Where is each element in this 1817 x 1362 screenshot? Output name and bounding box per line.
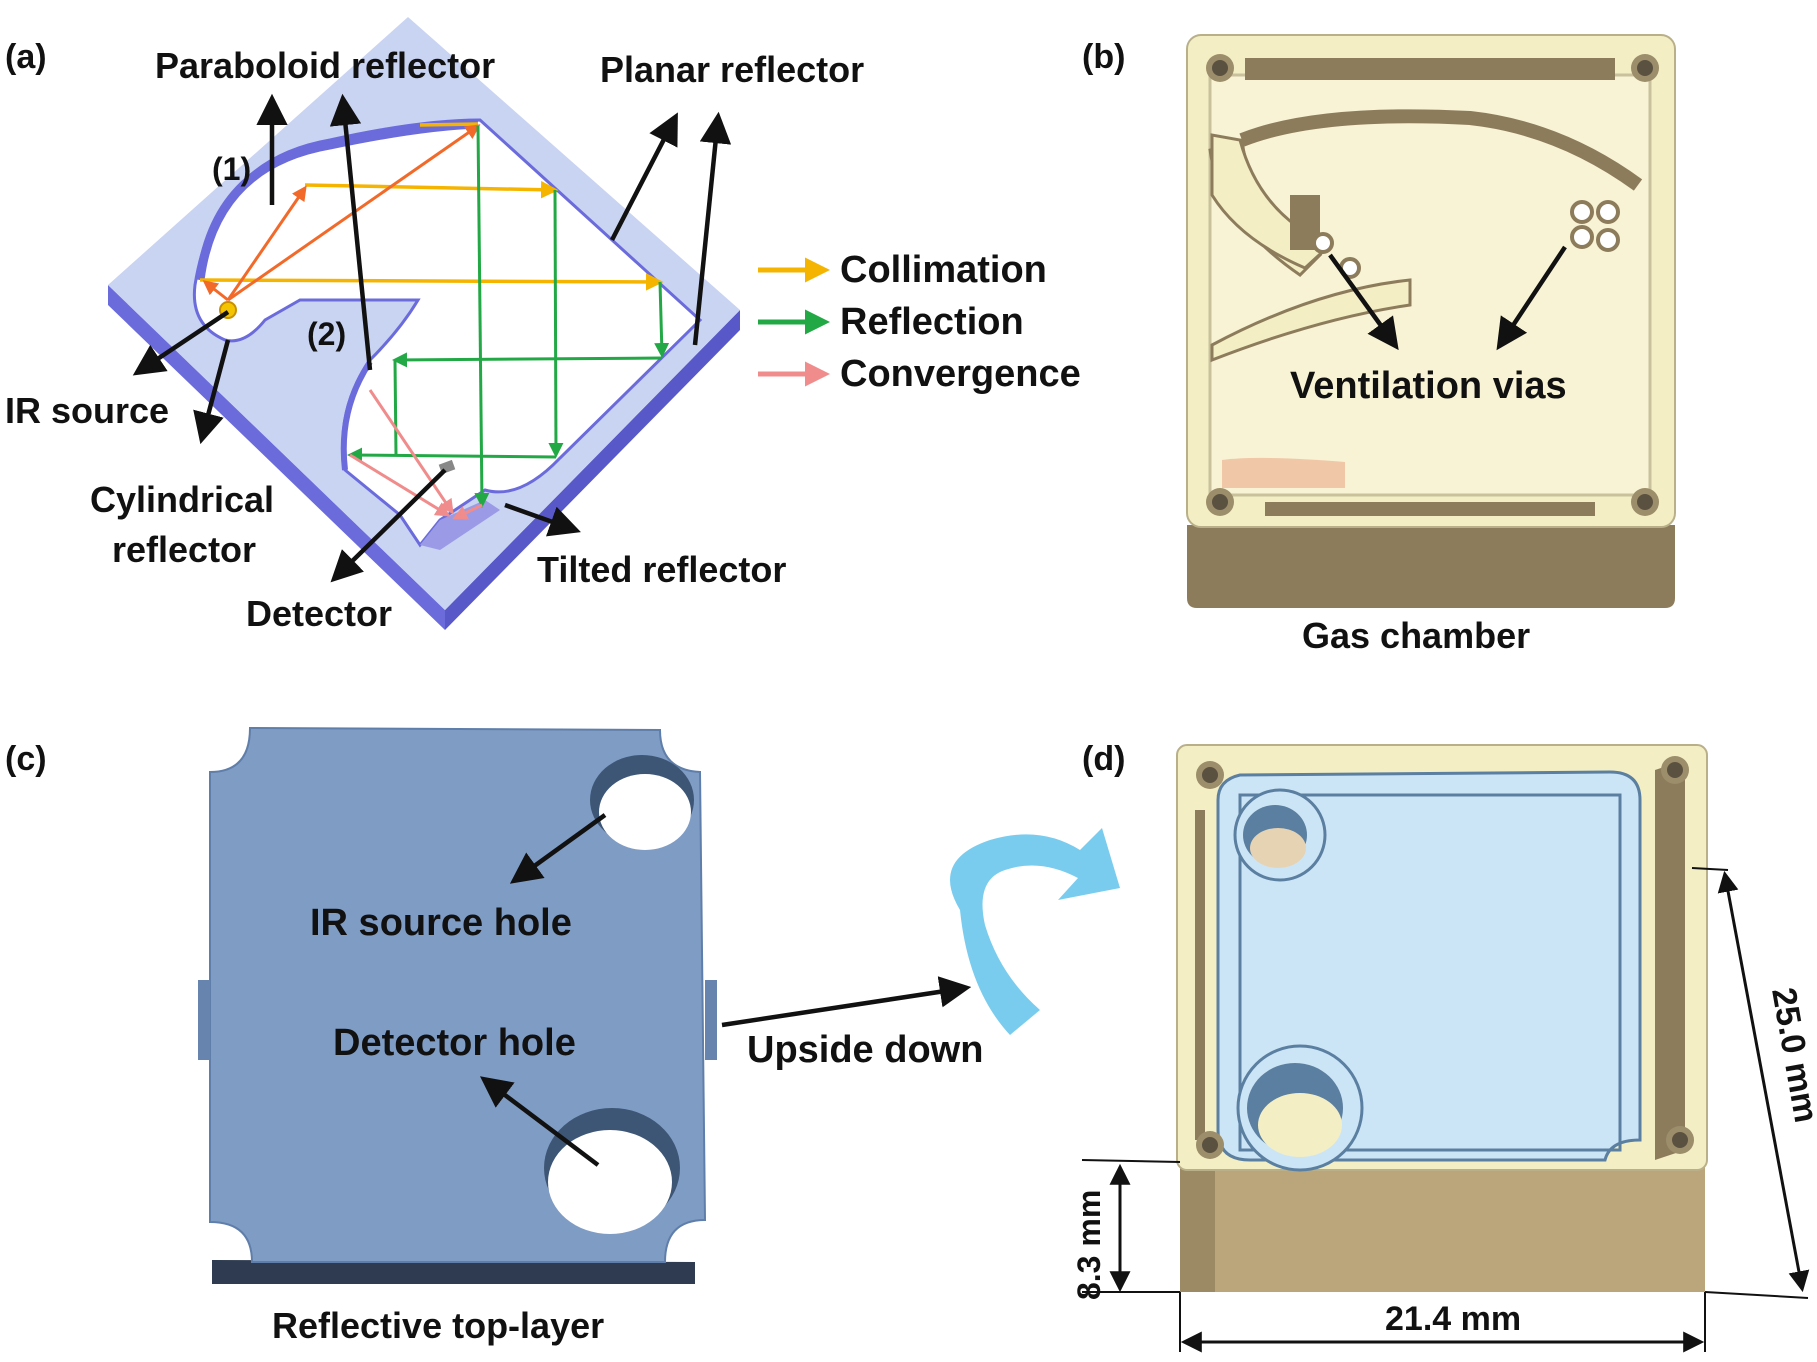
toplayer-edge	[212, 1260, 695, 1284]
tilted-reflector-surface	[420, 500, 500, 550]
panel-a: (a)	[5, 17, 1081, 634]
label-width-dimension: 21.4 mm	[1385, 1300, 1521, 1338]
label-detector: Detector	[246, 593, 392, 634]
flip-curved-arrow	[950, 828, 1120, 1035]
legend-reflection-label: Reflection	[840, 301, 1024, 343]
label-tilted-reflector: Tilted reflector	[537, 549, 786, 590]
chamber-interior	[1208, 73, 1652, 497]
vias-arrow-right	[1496, 245, 1567, 351]
paraboloid-reflector-surface	[195, 119, 479, 281]
assembled-ir-hole	[1233, 788, 1327, 882]
label-cylindrical-line1: Cylindrical	[90, 479, 274, 520]
chamber-side	[1187, 525, 1675, 608]
chamber-pad	[1222, 457, 1345, 488]
paraboloid-wall	[1239, 109, 1643, 191]
upside-down-arrow	[721, 976, 972, 1028]
label-mark-2: (2)	[307, 316, 346, 352]
plate-edge-right	[445, 310, 740, 630]
label-upside-down: Upside down	[747, 1029, 983, 1071]
ventilation-vias	[1312, 200, 1620, 279]
detector-hole-arrow	[479, 1076, 600, 1167]
convergence-rays	[349, 389, 483, 520]
panel-a-callouts	[132, 93, 732, 583]
panel-d: (d)	[1071, 740, 1817, 1353]
assembled-detector-hole	[1236, 1044, 1364, 1172]
chamber-bottom-wall	[1265, 502, 1595, 516]
toplayer-tab-right	[705, 980, 717, 1060]
dimension-depth-line	[1717, 870, 1810, 1293]
label-ir-source: IR source	[5, 390, 169, 431]
assembled-rail-left	[1195, 810, 1205, 1140]
legend-collimation-label: Collimation	[840, 249, 1047, 291]
assembled-side-front	[1180, 1165, 1705, 1292]
assembled-side-left	[1180, 1165, 1215, 1292]
detector-hole	[544, 1108, 680, 1234]
panel-d-tag: (d)	[1082, 740, 1125, 778]
panel-c: (c) IR source hole Detector hole Reflect…	[5, 726, 1120, 1346]
ray-legend: Collimation Reflection Convergence	[758, 249, 1081, 395]
label-gas-chamber: Gas chamber	[1302, 615, 1530, 656]
label-height-dimension: 8.3 mm	[1071, 1190, 1107, 1300]
vias-arrow-left	[1328, 253, 1399, 351]
label-depth-dimension: 25.0 mm	[1764, 985, 1817, 1126]
assembled-screw-holes	[1196, 756, 1694, 1159]
label-paraboloid-reflector: Paraboloid reflector	[155, 45, 495, 86]
chamber-screw-holes	[1206, 54, 1659, 516]
label-cylindrical-line2: reflector	[112, 529, 256, 570]
label-ventilation-vias: Ventilation vias	[1290, 365, 1567, 407]
chamber-top-wall	[1245, 58, 1615, 80]
label-reflective-top-layer: Reflective top-layer	[272, 1305, 604, 1346]
assembled-inner-edge	[1238, 793, 1622, 1152]
panel-b-tag: (b)	[1082, 38, 1125, 76]
toplayer-tab-left	[198, 980, 210, 1060]
reflection-rays	[347, 125, 670, 508]
plate-edge-left	[108, 285, 445, 630]
label-mark-1: (1)	[212, 151, 251, 187]
panel-b: (b) Ventil	[1082, 34, 1676, 656]
label-detector-hole: Detector hole	[333, 1022, 576, 1064]
assembled-rail-right	[1655, 760, 1685, 1160]
label-planar-reflector: Planar reflector	[600, 49, 864, 90]
panel-c-tag: (c)	[5, 740, 47, 778]
collimation-rays	[199, 122, 664, 291]
legend-convergence-label: Convergence	[840, 353, 1081, 395]
label-ir-source-hole: IR source hole	[310, 902, 572, 944]
cylindrical-reflector-2-surface	[340, 360, 373, 471]
panel-a-tag: (a)	[5, 38, 47, 76]
ir-source-hole	[590, 755, 694, 850]
ir-hole-arrow	[509, 813, 607, 884]
dimension-lines	[1081, 867, 1810, 1353]
